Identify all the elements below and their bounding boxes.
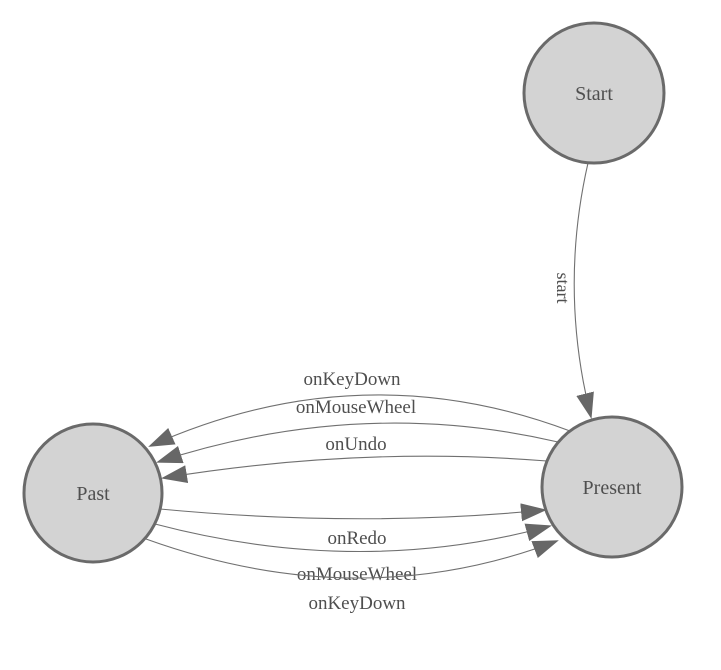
edge-label-start: start: [553, 273, 573, 304]
edge-start-to-present: start: [553, 162, 594, 419]
node-start[interactable]: Start: [522, 21, 666, 165]
edge-line-onmousewheel-undo-dir: [156, 422, 559, 464]
node-present-label: Present: [583, 477, 642, 499]
node-present[interactable]: Present: [540, 415, 684, 559]
node-past[interactable]: Past: [22, 422, 164, 564]
edge-past-to-present-onkeydown: onKeyDown: [145, 538, 559, 614]
edge-label-onkeydown-bottom: onKeyDown: [308, 593, 406, 614]
edge-past-to-present-onmousewheel: onMouseWheel: [154, 523, 552, 585]
edge-label-onmousewheel-top: onMouseWheel: [296, 397, 416, 418]
edge-line-onundo: [161, 455, 548, 484]
edge-line-onredo: [159, 503, 547, 522]
node-present-circle[interactable]: [540, 415, 684, 559]
edge-present-to-past-onmousewheel: onMouseWheel: [156, 397, 559, 464]
edge-label-onmousewheel-bottom: onMouseWheel: [297, 564, 417, 585]
edge-label-onundo: onUndo: [325, 434, 386, 455]
edge-present-to-past-onundo: onUndo: [161, 434, 548, 484]
edge-line-onmousewheel-redo-dir: [154, 523, 552, 553]
edge-line-onkeydown-undo-dir: [148, 394, 571, 447]
edge-line-onkeydown-redo-dir: [145, 538, 559, 579]
edge-past-to-present-onredo: onRedo: [159, 503, 547, 549]
edge-present-to-past-onkeydown: onKeyDown: [148, 369, 571, 447]
edge-line-start: [573, 162, 594, 419]
node-start-label: Start: [575, 83, 613, 105]
node-past-label: Past: [76, 483, 110, 505]
node-start-circle[interactable]: [522, 21, 666, 165]
edge-label-onredo: onRedo: [327, 528, 386, 549]
node-past-circle[interactable]: [22, 422, 164, 564]
edge-label-onkeydown-top: onKeyDown: [303, 369, 401, 390]
